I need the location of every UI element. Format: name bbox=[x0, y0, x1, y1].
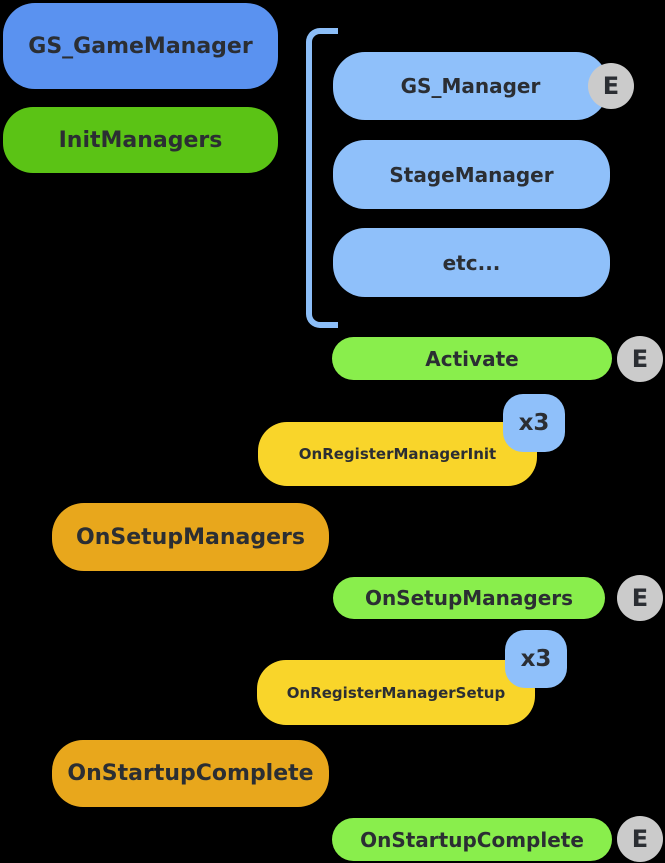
node-gs-game-manager: GS_GameManager bbox=[3, 3, 278, 89]
node-label: OnStartupComplete bbox=[67, 761, 314, 786]
node-label: etc... bbox=[442, 250, 501, 275]
executed-badge: E bbox=[588, 63, 634, 109]
node-label: OnRegisterManagerInit bbox=[298, 445, 497, 463]
node-gs-manager: GS_Manager bbox=[333, 52, 608, 120]
node-label: OnSetupManagers bbox=[364, 586, 574, 610]
node-label: StageManager bbox=[389, 162, 554, 187]
node-activate: Activate bbox=[332, 337, 612, 380]
multiplier-badge: x3 bbox=[503, 394, 565, 452]
node-on-startup-complete-event: OnStartupComplete bbox=[332, 818, 612, 861]
executed-badge: E bbox=[617, 336, 663, 382]
multiplier-badge: x3 bbox=[505, 630, 567, 688]
node-label: OnStartupComplete bbox=[360, 827, 584, 852]
node-on-setup-managers-caller: OnSetupManagers bbox=[52, 503, 329, 571]
node-label: InitManagers bbox=[58, 127, 223, 153]
node-etc: etc... bbox=[333, 228, 610, 297]
node-on-register-manager-init: OnRegisterManagerInit bbox=[258, 422, 537, 486]
node-on-startup-complete-caller: OnStartupComplete bbox=[52, 740, 329, 807]
node-label: GS_Manager bbox=[400, 74, 541, 98]
executed-badge: E bbox=[617, 816, 663, 862]
node-label: OnSetupManagers bbox=[76, 524, 305, 550]
executed-badge: E bbox=[617, 575, 663, 621]
node-stage-manager: StageManager bbox=[333, 140, 610, 209]
node-on-register-manager-setup: OnRegisterManagerSetup bbox=[257, 660, 535, 725]
node-label: GS_GameManager bbox=[28, 33, 253, 59]
node-label: Activate bbox=[425, 346, 519, 371]
group-bracket bbox=[306, 28, 338, 328]
node-init-managers: InitManagers bbox=[3, 107, 278, 173]
node-on-setup-managers-event: OnSetupManagers bbox=[333, 577, 605, 619]
node-label: OnRegisterManagerSetup bbox=[286, 683, 506, 702]
